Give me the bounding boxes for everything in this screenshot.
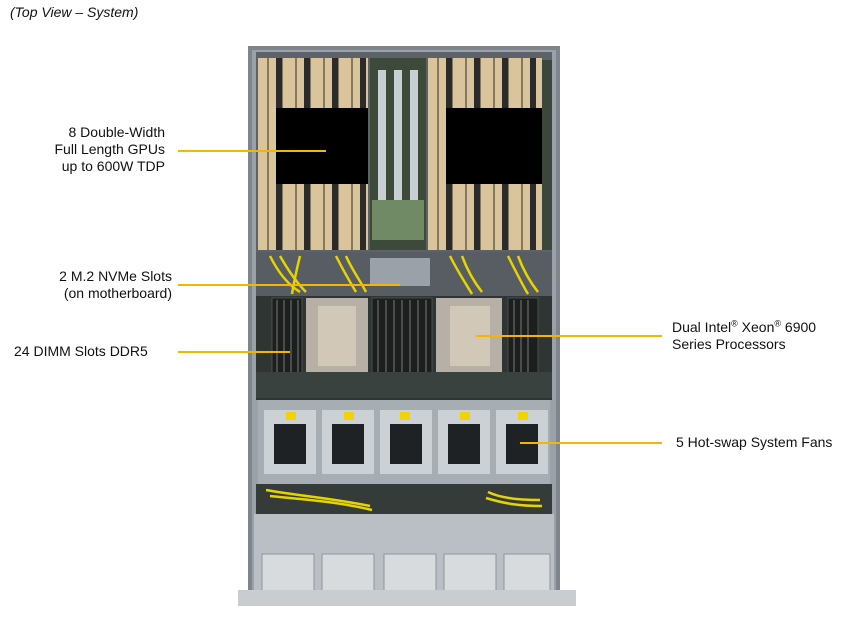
- gpu-callout-line3: up to 600W TDP: [61, 158, 165, 174]
- gpu-leader-line: [178, 150, 326, 152]
- dimm-leader-line: [178, 351, 290, 353]
- system-fans: [264, 410, 548, 474]
- view-caption: (Top View – System): [10, 4, 139, 20]
- gpu-callout-line1: 8 Double-Width: [68, 124, 166, 140]
- gpu-callout-label: 8 Double-Width Full Length GPUs up to 60…: [20, 124, 166, 175]
- cpu-callout-line2: Series Processors: [672, 336, 786, 352]
- gpu-callout-line2: Full Length GPUs: [54, 141, 166, 157]
- cpu-callout-label: Dual Intel® Xeon® 6900 Series Processors: [672, 319, 816, 353]
- cpu-heatsinks: [306, 298, 502, 374]
- dimm-callout-label: 24 DIMM Slots DDR5: [14, 343, 148, 359]
- nvme-callout-line2: (on motherboard): [63, 285, 172, 301]
- cpu-leader-line: [476, 335, 662, 337]
- fans-leader-line: [520, 442, 662, 444]
- gpu-shroud-right: [446, 108, 542, 184]
- nvme-callout-label: 2 M.2 NVMe Slots (on motherboard): [20, 268, 172, 302]
- nvme-callout-line1: 2 M.2 NVMe Slots: [59, 268, 172, 284]
- fans-callout-label: 5 Hot-swap System Fans: [676, 434, 833, 450]
- gpu-power-cables: [268, 255, 539, 295]
- nvme-leader-line: [178, 284, 400, 286]
- cpu-callout-line1: Dual Intel® Xeon® 6900: [672, 318, 817, 335]
- gpu-shroud-left: [276, 108, 368, 184]
